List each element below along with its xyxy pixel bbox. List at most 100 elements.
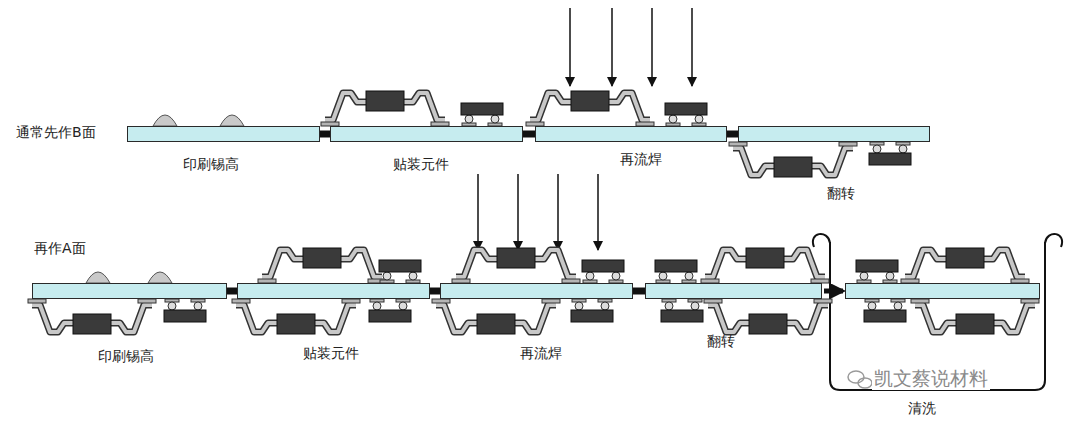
side-label: 通常先作B面 bbox=[16, 124, 96, 141]
solder-ball bbox=[894, 302, 902, 310]
gull-wing-lead bbox=[340, 250, 382, 277]
solder-paste bbox=[86, 272, 110, 283]
ic-package bbox=[477, 314, 515, 334]
chip-component bbox=[856, 260, 898, 272]
gull-wing-lead bbox=[236, 305, 278, 332]
watermark: 凯文蔡说材料 bbox=[872, 367, 990, 390]
step-label: 印刷锡高 bbox=[98, 348, 154, 365]
step-label: 清洗 bbox=[908, 400, 936, 417]
pcb-board: 再流焊 bbox=[440, 283, 633, 299]
heat-arrow bbox=[569, 8, 571, 86]
transfer-arrow bbox=[824, 289, 843, 294]
chip-component bbox=[869, 153, 911, 165]
components bbox=[28, 8, 1039, 334]
pcb-board: 印刷锡高 bbox=[127, 126, 320, 142]
gull-wing-lead bbox=[236, 305, 278, 332]
gull-wing-lead bbox=[708, 305, 750, 332]
heat-arrow bbox=[611, 8, 613, 86]
solder-ball bbox=[575, 302, 583, 310]
solder-ball bbox=[194, 302, 202, 310]
gull-wing-lead bbox=[733, 148, 775, 175]
board-joint bbox=[430, 288, 440, 295]
solder-pad bbox=[704, 299, 722, 303]
gull-wing-lead bbox=[403, 93, 445, 120]
gull-wing-lead bbox=[262, 250, 304, 277]
heat-arrow bbox=[517, 174, 519, 250]
solder-pad bbox=[542, 299, 560, 303]
gull-wing-lead bbox=[456, 250, 498, 277]
solder-pad bbox=[138, 299, 156, 303]
gull-wing-lead bbox=[110, 305, 152, 332]
solder-ball bbox=[601, 302, 609, 310]
board-joint bbox=[633, 288, 645, 295]
step-label: 贴装元件 bbox=[303, 345, 359, 362]
gull-wing-lead bbox=[905, 250, 947, 277]
gull-wing-lead bbox=[514, 305, 556, 332]
ic-package bbox=[277, 314, 315, 334]
ic-package bbox=[303, 248, 341, 268]
gull-wing-lead bbox=[608, 93, 650, 120]
solder-pad bbox=[342, 299, 360, 303]
ic-package bbox=[366, 91, 404, 111]
pcb-board: 翻转 bbox=[645, 283, 822, 299]
chip-component bbox=[582, 260, 624, 272]
solder-ball bbox=[899, 145, 907, 153]
gull-wing-lead bbox=[905, 250, 947, 277]
chip-component bbox=[164, 310, 206, 322]
pcb-board: 贴装元件 bbox=[330, 126, 523, 142]
ic-package bbox=[746, 248, 784, 268]
solder-pad bbox=[28, 299, 46, 303]
pcb-board: 翻转 bbox=[738, 126, 930, 142]
solder-pad bbox=[432, 299, 450, 303]
gull-wing-lead bbox=[783, 250, 825, 277]
gull-wing-lead bbox=[915, 305, 957, 332]
solder-pad bbox=[814, 299, 832, 303]
heat-arrow bbox=[477, 174, 479, 250]
heat-arrow bbox=[651, 8, 653, 86]
gull-wing-lead bbox=[456, 250, 498, 277]
ic-package bbox=[946, 248, 984, 268]
gull-wing-lead bbox=[32, 305, 74, 332]
step-label: 再流焊 bbox=[620, 151, 662, 168]
gull-wing-lead bbox=[530, 93, 572, 120]
gull-wing-lead bbox=[534, 250, 576, 277]
solder-ball bbox=[491, 115, 499, 123]
solder-ball bbox=[465, 115, 473, 123]
wechat-icon bbox=[848, 371, 872, 388]
chip-component bbox=[369, 310, 411, 322]
tank bbox=[813, 234, 1062, 390]
heat-arrow bbox=[597, 174, 599, 250]
gull-wing-lead bbox=[983, 250, 1025, 277]
chip-component bbox=[655, 260, 697, 272]
solder-pad bbox=[911, 299, 929, 303]
solder-paste bbox=[220, 115, 244, 126]
gull-wing-lead bbox=[314, 305, 356, 332]
gull-wing-lead bbox=[325, 93, 367, 120]
gull-wing-lead bbox=[514, 305, 556, 332]
solder-ball bbox=[695, 115, 703, 123]
ic-package bbox=[571, 91, 609, 111]
gull-wing-lead bbox=[32, 305, 74, 332]
step-label: 再流焊 bbox=[520, 345, 562, 362]
heat-arrow bbox=[691, 8, 693, 86]
step-label: 翻转 bbox=[827, 185, 855, 202]
gull-wing-lead bbox=[262, 250, 304, 277]
chip-component bbox=[661, 310, 703, 322]
gull-wing-lead bbox=[811, 148, 853, 175]
step-label: 贴装元件 bbox=[393, 156, 449, 173]
heat-arrow bbox=[557, 174, 559, 250]
gull-wing-lead bbox=[325, 93, 367, 120]
solder-paste bbox=[153, 115, 177, 126]
chip-component bbox=[461, 103, 503, 115]
gull-wing-lead bbox=[915, 305, 957, 332]
gull-wing-lead bbox=[983, 250, 1025, 277]
solder-ball bbox=[886, 272, 894, 280]
solder-ball bbox=[669, 115, 677, 123]
solder-ball bbox=[665, 302, 673, 310]
board-joint bbox=[320, 131, 330, 138]
gull-wing-lead bbox=[436, 305, 478, 332]
gull-wing-lead bbox=[786, 305, 828, 332]
step-label: 印刷锡高 bbox=[183, 156, 239, 173]
gull-wing-lead bbox=[811, 148, 853, 175]
